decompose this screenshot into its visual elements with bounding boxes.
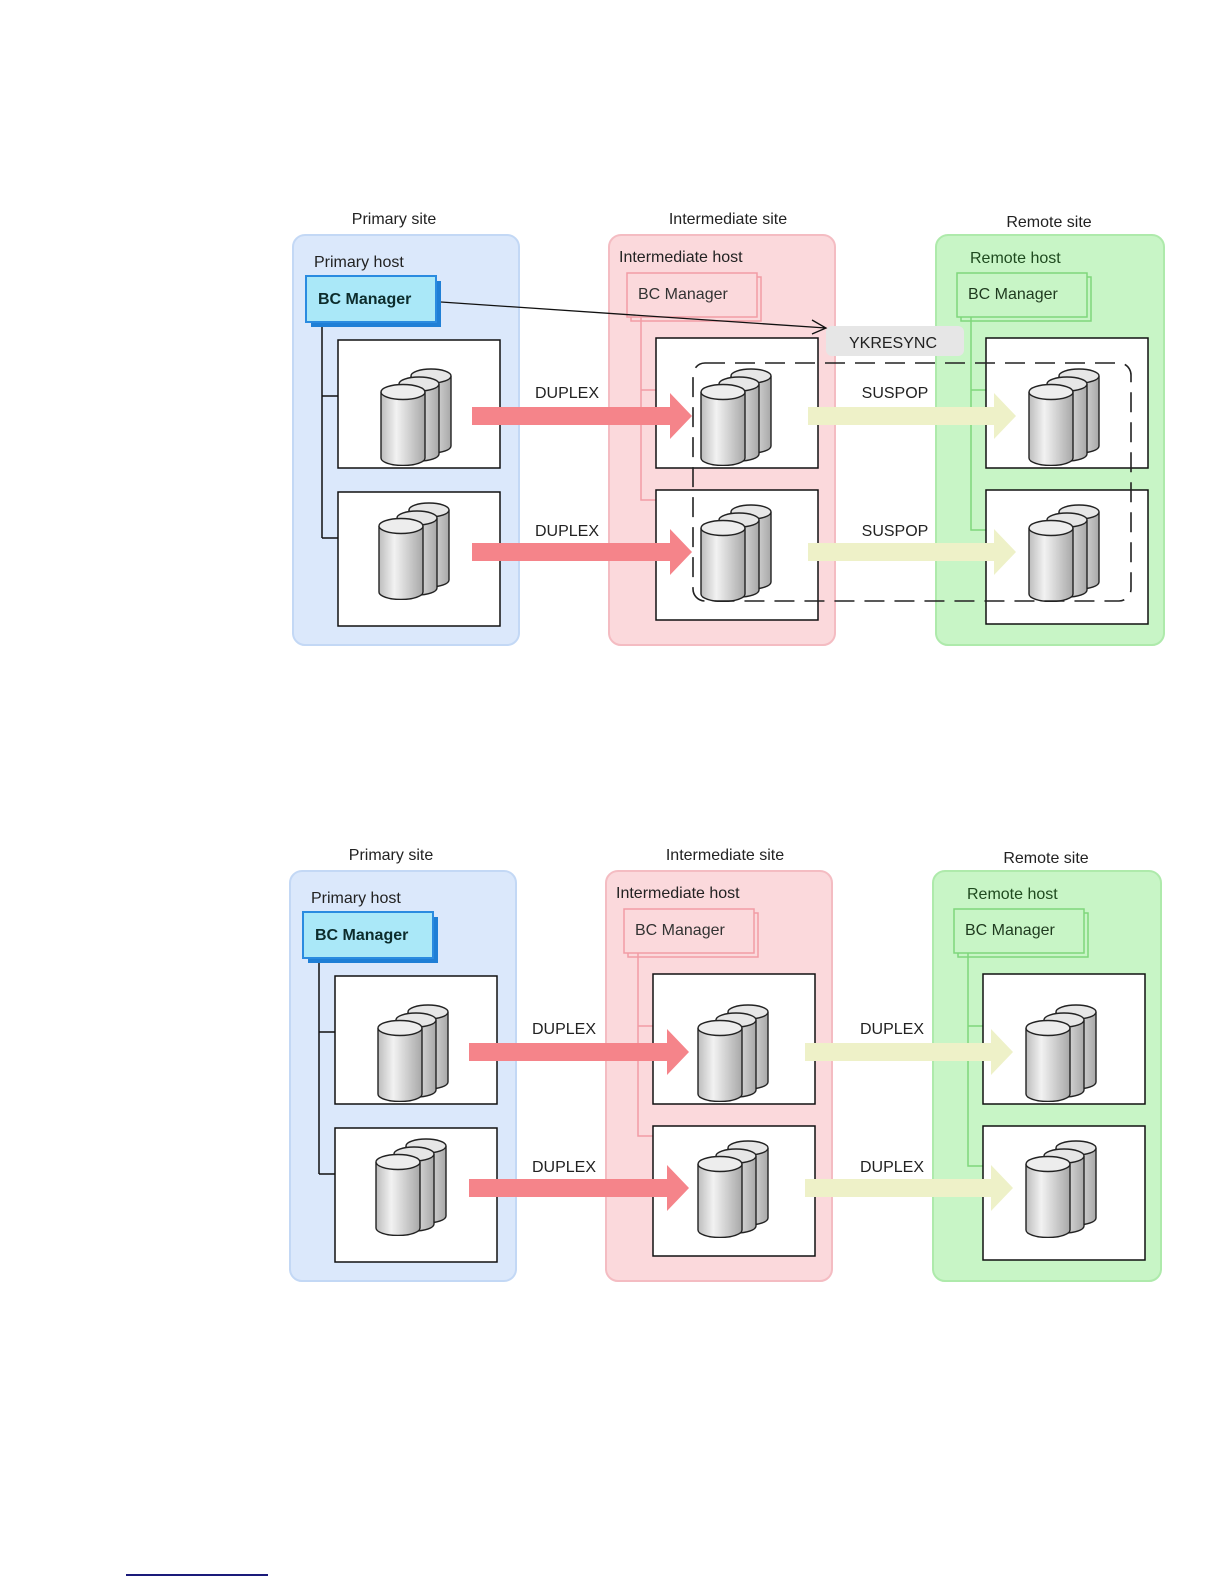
pair-1-right-status: DUPLEX xyxy=(860,1021,924,1038)
sync-arrow-1 xyxy=(469,1029,689,1075)
footnote-separator xyxy=(126,1574,268,1576)
intermediate-host-label: Intermediate host xyxy=(616,885,740,902)
remote-bc-manager: BC Manager xyxy=(956,272,1092,322)
pair-1-right-status: SUSPOP xyxy=(862,385,929,402)
remote-host-label: Remote host xyxy=(967,886,1058,903)
async-arrow-2 xyxy=(808,529,1016,575)
command-arrow xyxy=(440,301,828,335)
command-badge xyxy=(826,326,964,356)
intermediate-bc-manager-label: BC Manager xyxy=(635,922,725,939)
async-arrow-1 xyxy=(808,393,1016,439)
remote-bc-manager-label: BC Manager xyxy=(965,922,1055,939)
primary-host-connector xyxy=(318,963,335,1175)
diagram-before-resync: Primary site Intermediate site Remote si… xyxy=(0,200,1224,660)
pair-2-left-status: DUPLEX xyxy=(532,1159,596,1176)
primary-bc-manager: BC Manager xyxy=(302,911,438,963)
intermediate-bc-manager: BC Manager xyxy=(623,908,759,958)
primary-host-label: Primary host xyxy=(311,890,401,907)
primary-bc-manager-label: BC Manager xyxy=(318,291,411,308)
remote-host-label: Remote host xyxy=(970,250,1061,267)
pair-1-left-status: DUPLEX xyxy=(532,1021,596,1038)
primary-host-connector xyxy=(321,327,338,539)
primary-bc-manager: BC Manager xyxy=(305,275,441,327)
remote-host-connector xyxy=(970,317,986,531)
pair-2-right-status: SUSPOP xyxy=(862,523,929,540)
async-arrow-1 xyxy=(805,1029,1013,1075)
intermediate-site-label: Intermediate site xyxy=(669,211,787,228)
intermediate-site-label: Intermediate site xyxy=(666,847,784,864)
command-label: YKRESYNC xyxy=(849,335,937,352)
consistency-group-outline xyxy=(692,362,1132,602)
intermediate-bc-manager-label: BC Manager xyxy=(638,286,728,303)
sync-arrow-2 xyxy=(469,1165,689,1211)
primary-host-label: Primary host xyxy=(314,254,404,271)
remote-site-label: Remote site xyxy=(1003,850,1088,867)
primary-site-label: Primary site xyxy=(352,211,437,228)
remote-site-label: Remote site xyxy=(1006,214,1091,231)
remote-bc-manager-label: BC Manager xyxy=(968,286,1058,303)
async-arrow-2 xyxy=(805,1165,1013,1211)
intermediate-host-connector xyxy=(640,317,656,501)
intermediate-host-connector xyxy=(637,953,653,1137)
sync-arrow-1 xyxy=(472,393,692,439)
remote-bc-manager: BC Manager xyxy=(953,908,1089,958)
intermediate-host-label: Intermediate host xyxy=(619,249,743,266)
primary-bc-manager-label: BC Manager xyxy=(315,927,408,944)
remote-host-connector xyxy=(967,953,983,1167)
primary-site-label: Primary site xyxy=(349,847,434,864)
pair-1-left-status: DUPLEX xyxy=(535,385,599,402)
diagram-after-resync: Primary site Intermediate site Remote si… xyxy=(0,836,1224,1296)
pair-2-left-status: DUPLEX xyxy=(535,523,599,540)
sync-arrow-2 xyxy=(472,529,692,575)
intermediate-bc-manager: BC Manager xyxy=(626,272,762,322)
pair-2-right-status: DUPLEX xyxy=(860,1159,924,1176)
